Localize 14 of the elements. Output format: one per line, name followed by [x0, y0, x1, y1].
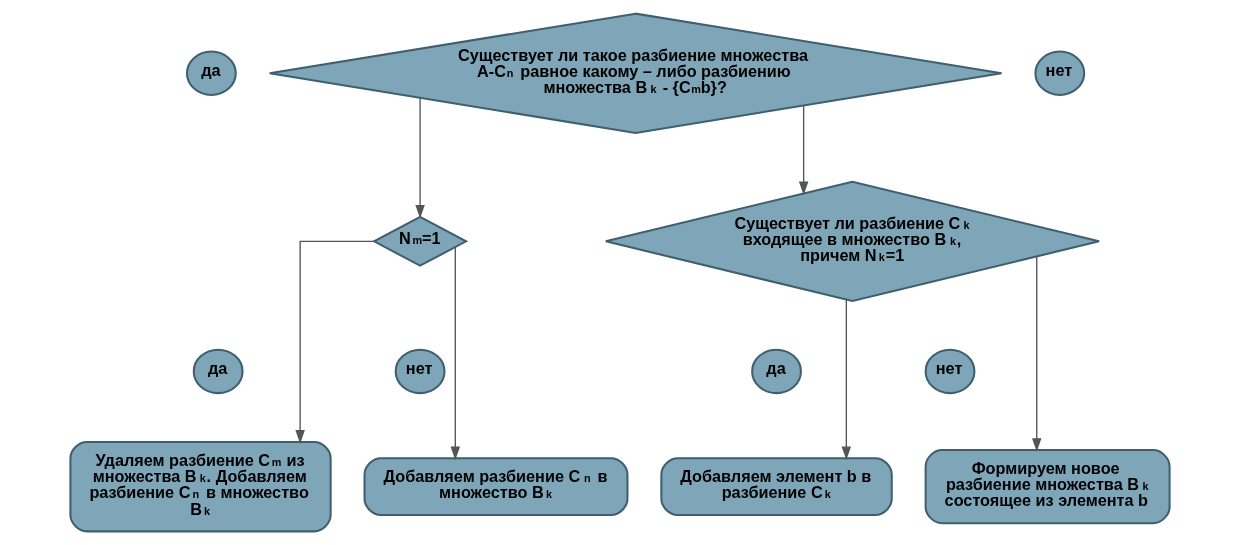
- arrow: [295, 240, 375, 444]
- node-box: Добавляем элемент b в разбиение Ck: [660, 457, 893, 517]
- node-ellipse: да: [192, 348, 244, 395]
- node-ellipse: нет: [1034, 50, 1086, 96]
- node-ellipse: нет: [394, 348, 446, 395]
- arrow: [1032, 256, 1042, 452]
- arrow: [841, 299, 852, 461]
- node-ellipse: да: [185, 50, 237, 96]
- arrow: [415, 97, 425, 219]
- arrow: [798, 105, 809, 196]
- arrow: [450, 246, 461, 461]
- node-ellipse: да: [751, 348, 802, 395]
- node-ellipse: нет: [924, 348, 976, 395]
- node-diamond: Nm=1: [372, 215, 469, 267]
